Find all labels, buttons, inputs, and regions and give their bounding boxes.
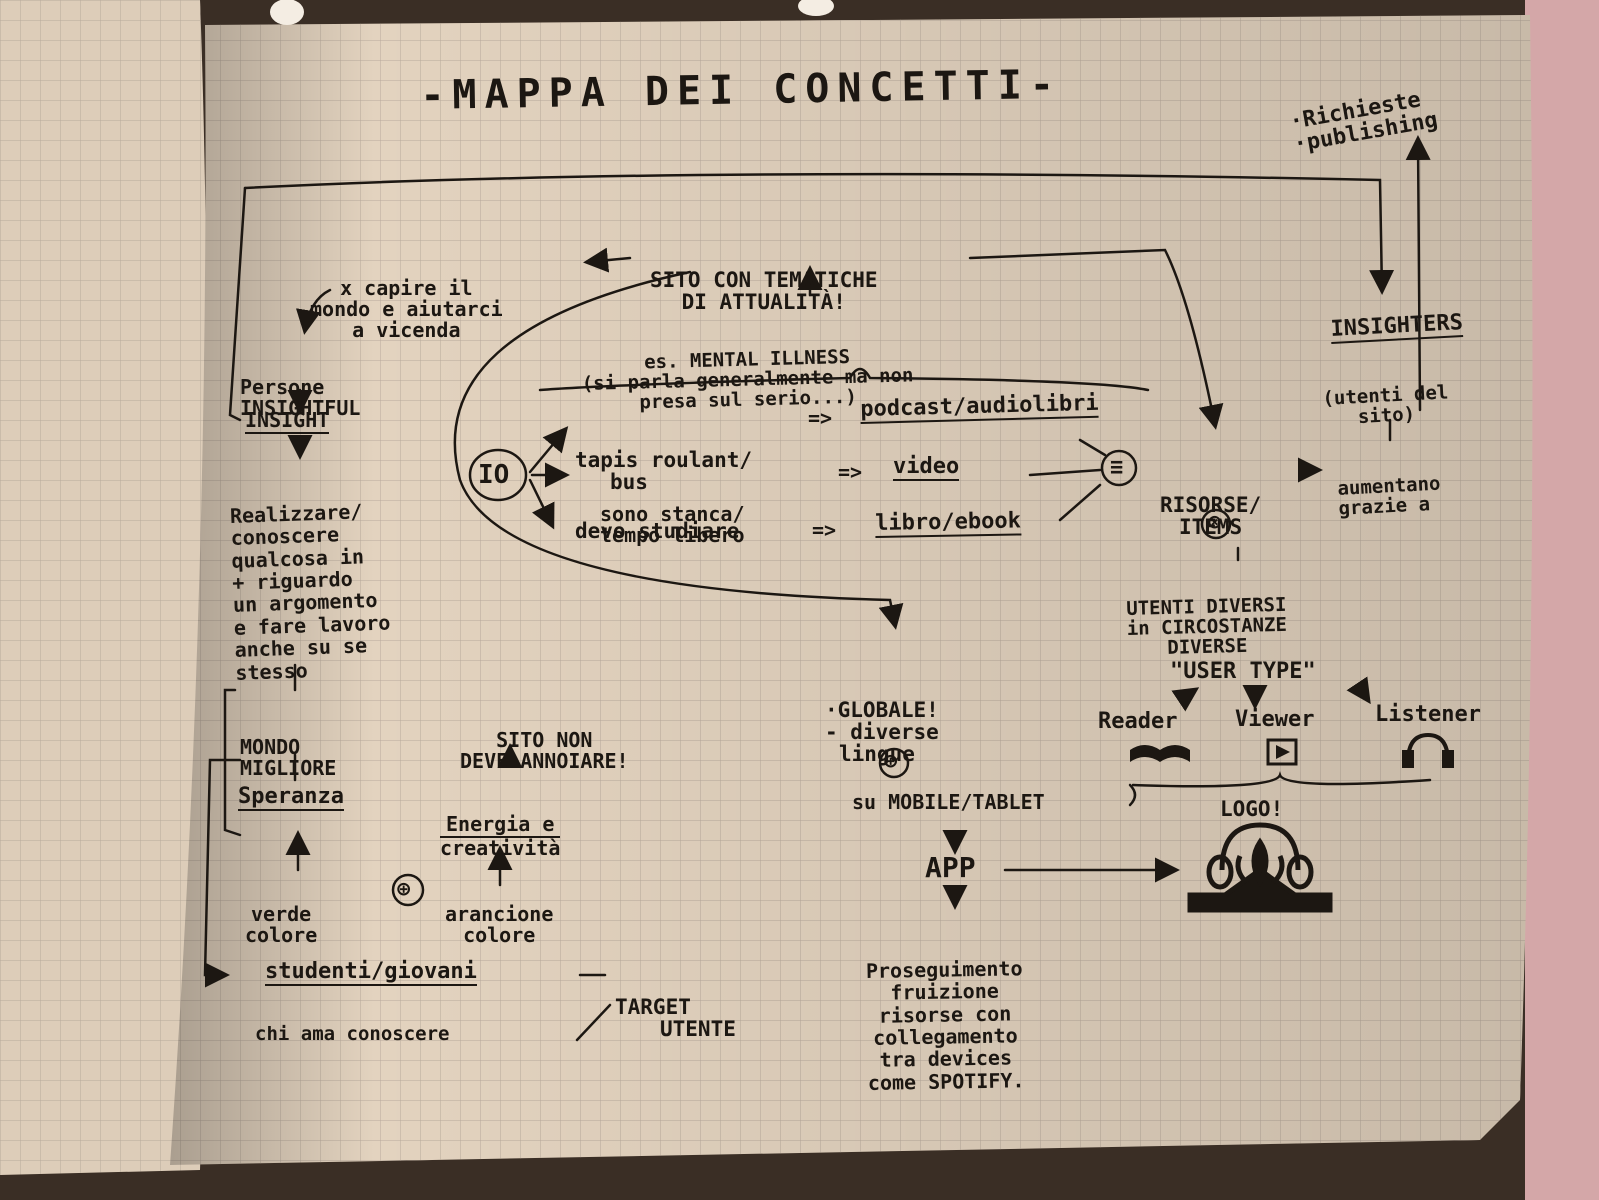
app-label: APP — [925, 851, 976, 884]
media-ebook: libro/ebook — [875, 508, 1022, 539]
loves-knowing: chi ama conoscere — [255, 1023, 450, 1045]
media-video: video — [893, 455, 960, 482]
headphones-icon — [1402, 732, 1454, 768]
path-study: devo studiare — [575, 519, 740, 543]
left-page — [0, 0, 208, 1175]
plus-symbol-global: ⊕ — [884, 749, 898, 774]
logo-label: LOGO! — [1220, 797, 1284, 821]
logo-sketch-icon — [1187, 822, 1333, 913]
plus-symbol-colors: ⊕ — [397, 877, 411, 902]
arrow-1: => — [808, 406, 833, 430]
book-icon — [1130, 745, 1190, 762]
mobile-tablet: su MOBILE/TABLET — [852, 790, 1045, 814]
punch-hole — [798, 0, 834, 16]
resources-items: RISORSE/ITEMS — [1160, 493, 1262, 540]
students-youth: studenti/giovani — [265, 960, 477, 987]
type-viewer: Viewer — [1235, 707, 1315, 732]
arrow-3: => — [812, 518, 837, 542]
arrow-2: => — [838, 460, 863, 484]
type-reader: Reader — [1098, 709, 1178, 734]
punch-hole — [270, 0, 304, 25]
hope-label: Speranza — [238, 785, 344, 812]
pink-sheet — [1525, 0, 1599, 1200]
insight-label: INSIGHT — [245, 408, 330, 434]
path-commute: tapis roulant/bus — [575, 448, 753, 495]
equiv-symbol: ≡ — [1110, 455, 1124, 480]
play-icon — [1266, 738, 1298, 766]
connectors — [203, 135, 1432, 1042]
times-symbol: ⊗ — [1208, 510, 1222, 535]
type-listener: Listener — [1375, 702, 1481, 727]
main-page — [170, 0, 1533, 1165]
path-tired: sono stanca/tempo libero — [600, 502, 745, 547]
user-type: "USER TYPE" — [1170, 659, 1316, 684]
io-node: IO — [478, 460, 510, 490]
map-title: -MAPPA DEI CONCETTI- — [419, 61, 1063, 119]
